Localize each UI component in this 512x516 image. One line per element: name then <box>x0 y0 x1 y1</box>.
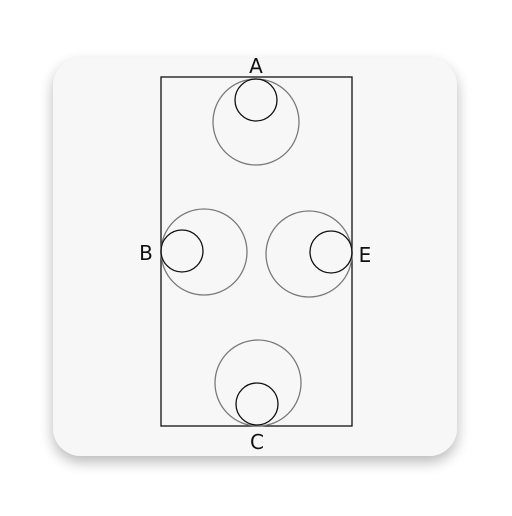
small-circle-a <box>234 78 278 122</box>
label-e: E <box>359 243 372 267</box>
label-b: B <box>139 241 153 265</box>
label-c: C <box>250 430 264 454</box>
small-circle-c <box>235 382 279 426</box>
label-a: A <box>249 54 263 78</box>
icon-tile <box>53 58 457 456</box>
large-circle-c <box>214 339 302 427</box>
small-circle-b <box>160 229 204 273</box>
small-circle-e <box>309 230 353 274</box>
